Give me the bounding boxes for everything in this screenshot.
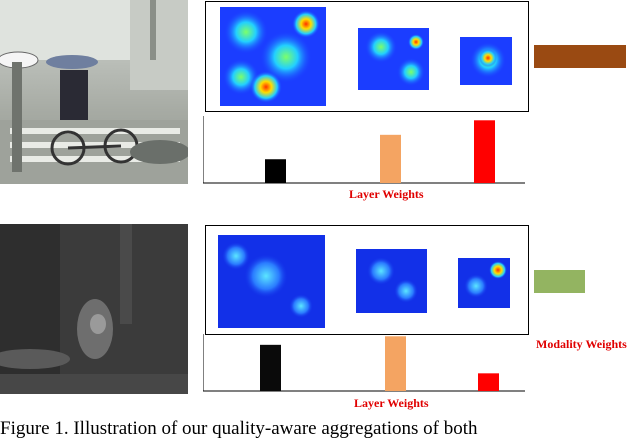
rgb-heatmaps [220, 7, 512, 106]
modality-weights-label: Modality Weights [536, 337, 627, 351]
rgb-heatmap-layer2 [358, 28, 429, 90]
thermal-heatmaps [218, 235, 510, 328]
modality-weight-bar-rgb [534, 45, 626, 68]
bottom-layer-weights-label: Layer Weights [354, 396, 429, 410]
rgb-heatmap-layer1 [220, 7, 326, 106]
thermal-scene [0, 224, 188, 394]
bottom-layer-weight-bar-1 [260, 344, 281, 391]
thermal-feature-maps-panel [205, 225, 529, 335]
thermal-heatmap-layer2 [356, 249, 427, 313]
thermal-input-image [0, 224, 188, 394]
rgb-heatmap-layer3 [460, 37, 512, 85]
thermal-heatmap-layer1 [218, 235, 325, 328]
rgb-feature-maps-panel [205, 1, 529, 112]
top-layer-weights-label: Layer Weights [349, 187, 424, 201]
thermal-heatmap-layer3 [458, 258, 510, 308]
bottom-layer-weights-chart [203, 334, 525, 392]
top-layer-weight-bar-3 [474, 120, 495, 183]
figure-caption: Figure 1. Illustration of our quality-aw… [0, 418, 478, 439]
bottom-layer-weight-bar-3 [478, 373, 499, 391]
top-layer-weights-chart [203, 116, 525, 184]
top-layer-weight-bar-2 [380, 134, 401, 183]
modality-weight-bar-thermal [534, 270, 585, 293]
top-layer-weight-bar-1 [265, 159, 286, 183]
rgb-input-image [0, 0, 188, 184]
bottom-layer-weight-bar-2 [385, 336, 406, 391]
rgb-scene [0, 0, 188, 184]
